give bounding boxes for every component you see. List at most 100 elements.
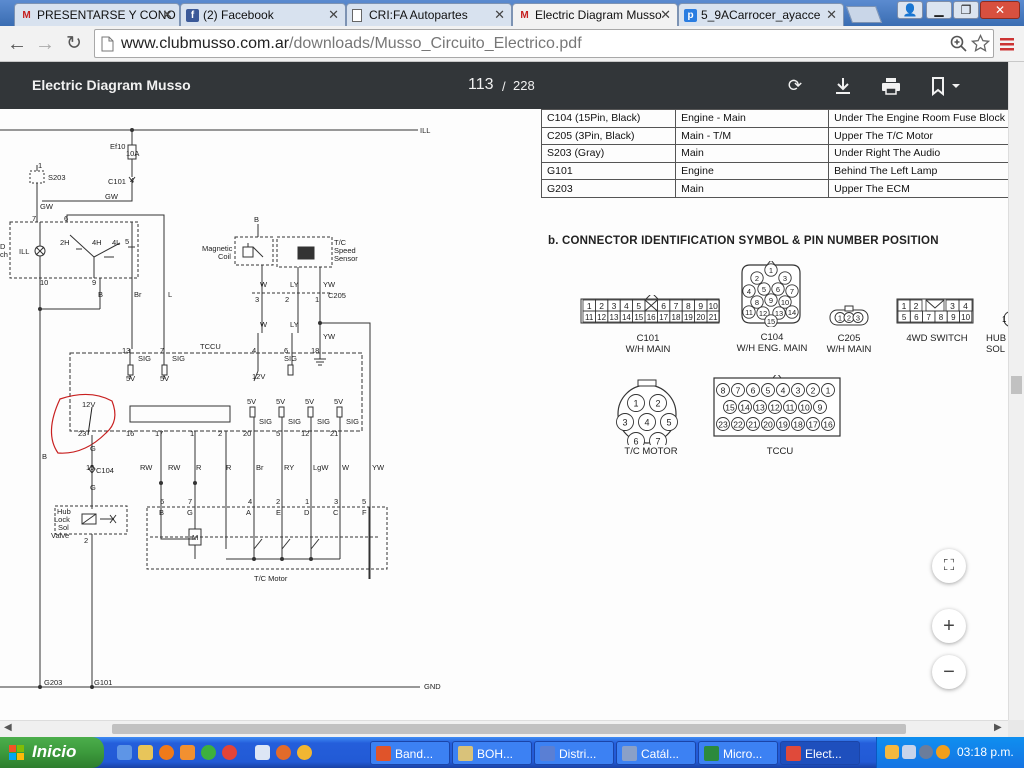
mail-icon[interactable]: [276, 745, 291, 760]
start-label: Inicio: [32, 742, 77, 761]
pin-label: 2: [914, 301, 919, 311]
taskbar-item[interactable]: Distri...: [534, 741, 614, 765]
pin-label: 12: [770, 403, 780, 413]
scroll-left-icon[interactable]: ◀: [4, 722, 12, 733]
taskbar-item[interactable]: Micro...: [698, 741, 778, 765]
close-tab-icon[interactable]: ✕: [328, 7, 339, 22]
page-number-input[interactable]: 113: [468, 76, 494, 93]
tab-carroceria[interactable]: p 5_9ACarrocer_ayacce ✕: [678, 3, 844, 26]
address-bar[interactable]: www.clubmusso.com.ar/downloads/Musso_Cir…: [94, 29, 994, 58]
taskbar-item[interactable]: Catál...: [616, 741, 696, 765]
svg-text:5V: 5V: [126, 374, 135, 383]
print-icon[interactable]: [880, 76, 902, 96]
zoom-out-button[interactable]: −: [932, 655, 966, 689]
document-icon: [540, 746, 555, 761]
close-tab-icon[interactable]: ✕: [494, 7, 505, 22]
pin-label: 1: [826, 386, 831, 396]
avast-icon[interactable]: [936, 745, 950, 759]
svg-text:SIG: SIG: [172, 354, 185, 363]
close-window-button[interactable]: ✕: [980, 1, 1020, 19]
start-button[interactable]: Inicio: [0, 737, 104, 768]
svg-text:LgW: LgW: [313, 463, 329, 472]
c205-label: C205: [837, 333, 861, 344]
firefox-icon[interactable]: [159, 745, 174, 760]
svg-text:W: W: [260, 320, 268, 329]
pin-label: 4: [644, 418, 649, 428]
svg-text:5: 5: [276, 429, 280, 438]
chrome-menu-icon[interactable]: [998, 36, 1016, 52]
media-icon[interactable]: [297, 745, 312, 760]
page-separator: /: [502, 79, 506, 94]
table-cell: Upper The T/C Motor: [828, 126, 1008, 146]
vertical-scrollbar[interactable]: [1008, 62, 1024, 720]
forward-arrow-icon[interactable]: →: [35, 33, 55, 55]
svg-text:Coil: Coil: [218, 252, 231, 261]
app-icon[interactable]: [180, 745, 195, 760]
close-tab-icon[interactable]: ✕: [162, 7, 173, 22]
tc-motor-label: T/C MOTOR: [624, 446, 678, 457]
svg-text:3: 3: [334, 497, 338, 506]
pin-circle: [660, 413, 678, 431]
network-icon[interactable]: [902, 745, 916, 759]
pin-circle: [627, 394, 645, 412]
new-tab-button[interactable]: [845, 6, 883, 23]
tab-facebook[interactable]: f (2) Facebook ✕: [180, 3, 346, 26]
pin-circle: [778, 271, 792, 285]
rotate-icon[interactable]: ⟳: [787, 76, 803, 95]
chrome-icon[interactable]: [201, 745, 216, 760]
tab-electric-diagram[interactable]: M Electric Diagram Musso ✕: [512, 3, 678, 27]
tab-crifa[interactable]: CRI:FA Autopartes ✕: [346, 3, 512, 26]
volume-icon[interactable]: [919, 745, 933, 759]
show-desktop-icon[interactable]: [117, 745, 132, 760]
bookmark-star-icon[interactable]: [971, 34, 990, 53]
folder-icon[interactable]: [138, 745, 153, 760]
c101-label: C101: [636, 333, 660, 344]
svg-text:7: 7: [160, 346, 164, 355]
pin-circle: [742, 305, 756, 319]
chrome-icon[interactable]: [222, 745, 237, 760]
pin-label: 8: [939, 313, 944, 322]
pin-label: 15: [767, 317, 775, 326]
bookmark-menu-icon[interactable]: [928, 76, 964, 96]
zoom-in-button[interactable]: +: [932, 609, 966, 643]
scroll-right-icon[interactable]: ▶: [994, 722, 1002, 733]
taskbar-item[interactable]: Elect...: [780, 741, 860, 765]
pin-label: 18: [793, 420, 803, 430]
tray-icon[interactable]: [885, 745, 899, 759]
fit-to-page-button[interactable]: ⛶: [932, 549, 966, 583]
window-icon[interactable]: [255, 745, 270, 760]
maximize-button[interactable]: ❐: [953, 1, 979, 19]
pin-circle: [649, 432, 667, 445]
reload-icon[interactable]: ↻: [66, 33, 82, 54]
close-tab-icon[interactable]: ✕: [660, 7, 671, 22]
blocked-pin-icon: [644, 299, 658, 312]
pdf-title: Electric Diagram Musso: [32, 77, 191, 93]
taskbar-item[interactable]: Band...: [370, 741, 450, 765]
minimize-button[interactable]: ▁: [926, 1, 952, 19]
pin-circle: [772, 306, 786, 320]
pin-circle: [785, 305, 799, 319]
taskbar-item[interactable]: BOH...: [452, 741, 532, 765]
tab-presentarse[interactable]: M PRESENTARSE Y CONO ✕: [14, 3, 180, 26]
svg-text:Hub: Hub: [57, 507, 71, 516]
pin-label: 3: [796, 386, 801, 396]
download-icon[interactable]: [832, 76, 854, 96]
pin-circle: [649, 394, 667, 412]
svg-text:18: 18: [311, 346, 319, 355]
scroll-corner: [1008, 720, 1024, 737]
vertical-scroll-thumb[interactable]: [1011, 376, 1022, 394]
zoom-icon[interactable]: [950, 35, 967, 52]
close-tab-icon[interactable]: ✕: [826, 7, 837, 22]
pin-label: 4: [747, 287, 751, 296]
svg-text:YW: YW: [372, 463, 385, 472]
back-arrow-icon[interactable]: ←: [7, 33, 27, 55]
pin-label: 7: [655, 437, 660, 446]
window-icon: [622, 746, 637, 761]
svg-text:E: E: [276, 508, 281, 517]
user-icon[interactable]: 👤: [897, 1, 923, 19]
pin-label: 7: [674, 301, 679, 311]
pin-label: 3: [783, 274, 787, 283]
horizontal-scroll-thumb[interactable]: [112, 724, 906, 734]
horizontal-scrollbar[interactable]: ◀ ▶: [0, 720, 1008, 737]
